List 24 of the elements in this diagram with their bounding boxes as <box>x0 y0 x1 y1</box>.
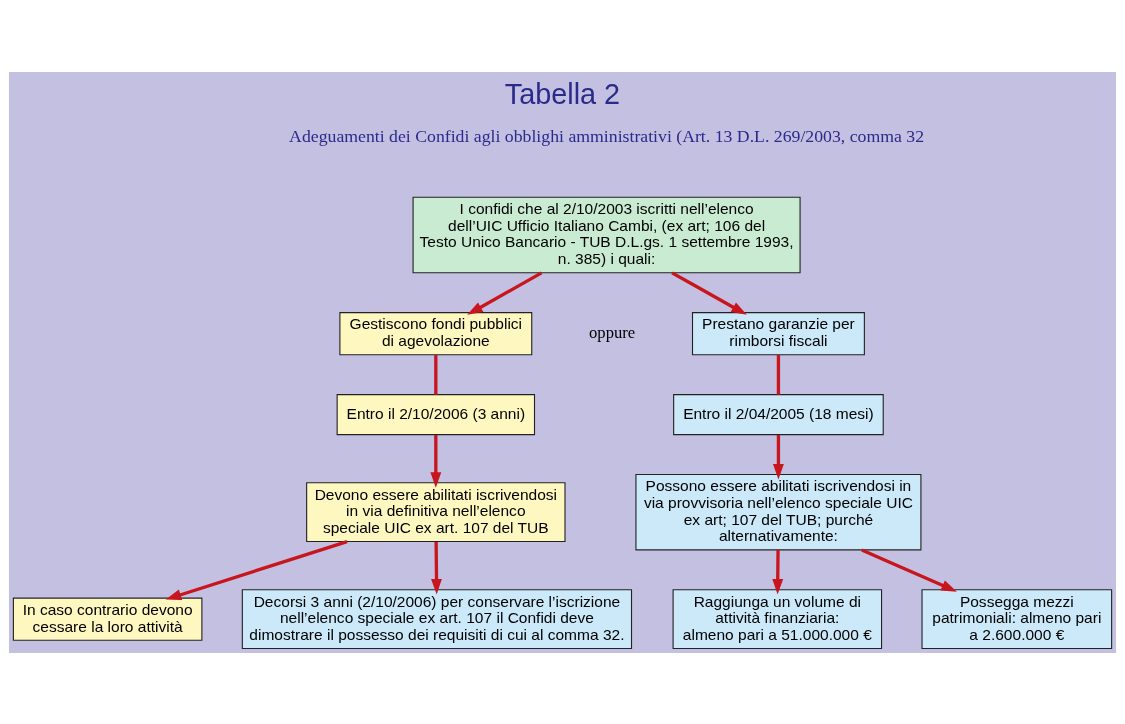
node-box: Gestiscono fondi pubblici di agevolazione <box>339 311 533 355</box>
node-box: In caso contrario devono cessare la loro attività <box>12 597 203 641</box>
connector <box>776 354 781 395</box>
arrow <box>165 539 348 600</box>
label: oppure <box>589 322 636 342</box>
node-box: Decorsi 3 anni (2/10/2006) per conservare l’iscrizione nell’elenco speciale ex art. 107 il Confidi deve dimostrare il possesso dei requisiti di cui al comma 32. <box>241 588 633 649</box>
arrow <box>773 434 784 479</box>
arrow <box>671 270 747 315</box>
diagram-title: Tabella 2 <box>504 77 621 110</box>
connector <box>434 354 438 395</box>
node-box: Possono essere abilitati iscrivendosi in via provvisoria nell’elenco speciale UIC ex art; 107 del TUB; purché alternativamente: <box>635 473 922 550</box>
arrow <box>431 541 442 595</box>
node-box: Raggiunga un volume di attività finanziaria: almeno pari a 51.000.000 € <box>672 588 883 649</box>
arrow <box>467 270 543 315</box>
label: Adeguamenti dei Confidi agli obblighi amministrativi (Art. 13 D.L. 269/2003, comma 32 <box>289 125 925 146</box>
node-box: Possegga mezzi patrimoniali: almeno pari a 2.600.000 € <box>921 588 1113 649</box>
node-box: Entro il 2/10/2006 (3 anni) <box>336 393 536 435</box>
node-box: Entro il 2/04/2005 (18 mesi) <box>673 393 884 435</box>
arrow <box>861 547 957 592</box>
node-box: Prestano garanzie per rimborsi fiscali <box>691 311 865 355</box>
node-box: I confidi che al 2/10/2003 iscritti nell’elenco dell’UIC Ufficio Italiano Cambi, (ex art; 106 del Testo Unico Bancario - TUB D.L.gs. 1 settembre 1993, n. 385) i quali: <box>412 196 801 273</box>
arrow <box>430 434 442 488</box>
node-box: Devono essere abilitati iscrivendosi in via definitiva nell’elenco speciale UIC ex art. 107 del TUB <box>306 481 566 542</box>
arrow <box>772 549 784 595</box>
